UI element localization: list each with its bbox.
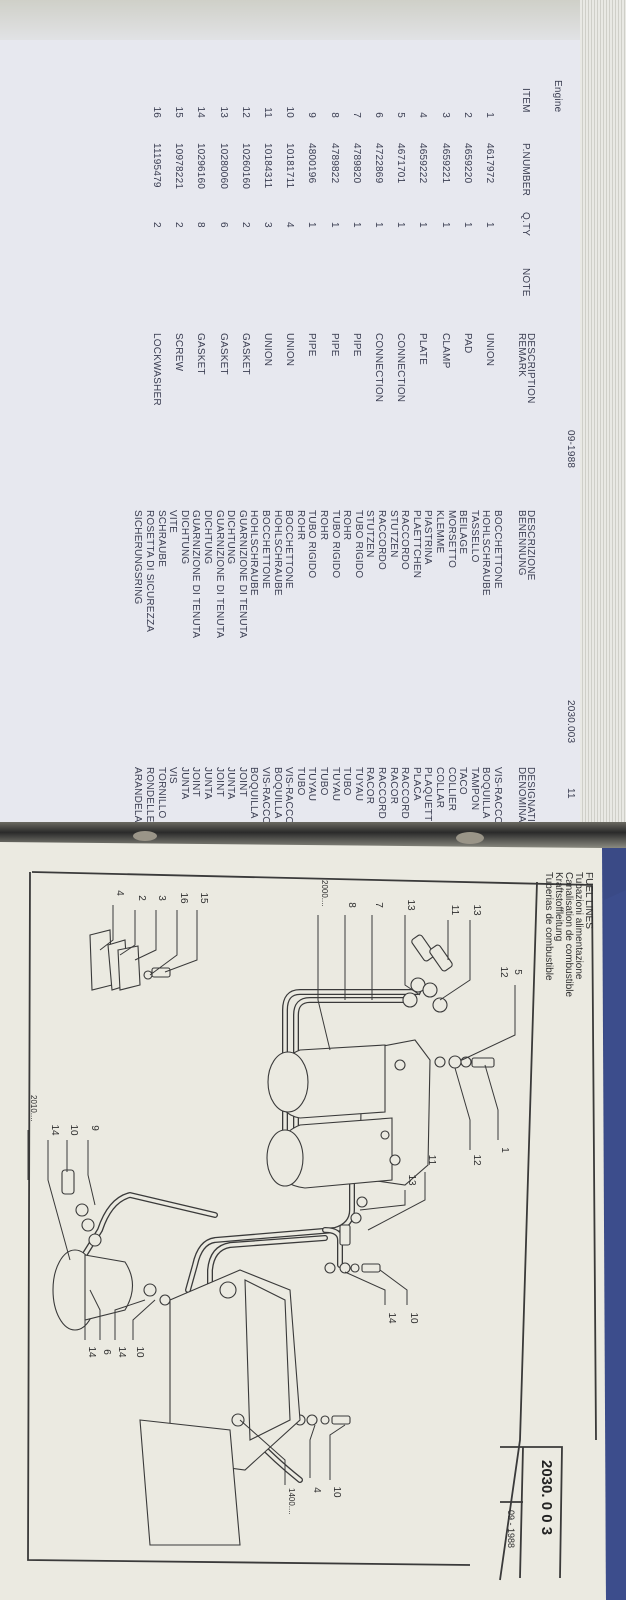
diagram-title: FUEL LINES Tubazioni alimentazione Canal… xyxy=(543,872,594,998)
title-line: Tubazioni alimentazione xyxy=(573,872,584,980)
callout: 14 xyxy=(386,1312,397,1324)
binding-ring xyxy=(456,832,484,844)
callout: 10 xyxy=(408,1312,419,1324)
callout: 11 xyxy=(426,1155,437,1166)
callout: 12 xyxy=(471,1154,482,1166)
page-stack-edge xyxy=(580,0,626,830)
callout: 4 xyxy=(114,890,125,896)
callout-labels: 5 12 13 11 13 7 8 2000.... 15 16 3 2 4 1… xyxy=(29,880,523,1515)
callout: 2 xyxy=(136,895,147,901)
callout: 2010.... xyxy=(29,1095,38,1122)
callout: 10 xyxy=(331,1486,342,1498)
callout: 11 xyxy=(449,905,460,916)
callout: 13 xyxy=(405,899,416,911)
diagram-date: 09 - 1988 xyxy=(506,1510,516,1548)
callout: 6 xyxy=(101,1349,112,1355)
callout: 7 xyxy=(373,902,384,908)
callout: 10 xyxy=(68,1124,79,1136)
callout: 10 xyxy=(134,1346,145,1358)
binding-ring xyxy=(133,831,157,841)
fuel-filter-assembly xyxy=(266,1039,431,1189)
callout: 16 xyxy=(178,892,189,904)
callout: 9 xyxy=(89,1125,100,1131)
callout: 3 xyxy=(156,895,167,901)
page-code-box xyxy=(500,1446,563,1579)
callout: 14 xyxy=(116,1346,127,1358)
callout: 14 xyxy=(49,1124,60,1136)
frame-inner-border xyxy=(499,881,538,1581)
callout: 14 xyxy=(86,1346,97,1358)
title-line: Canalisation de combustible xyxy=(563,872,574,998)
title-line: Tuberias de combustible xyxy=(543,872,554,981)
callout: 1400.... xyxy=(287,1488,296,1515)
callout: 1 xyxy=(499,1147,510,1153)
diagram-page-code: 2030. 0 0 3 xyxy=(538,1460,555,1535)
title-line: FUEL LINES xyxy=(583,872,594,929)
callout: 2000.... xyxy=(320,880,329,907)
diagram-paper xyxy=(0,842,606,1600)
frame-border xyxy=(27,871,597,1566)
union-fittings xyxy=(294,934,495,1426)
callout: 8 xyxy=(346,902,357,908)
injection-pump xyxy=(52,1169,301,1546)
callout: 12 xyxy=(498,966,509,978)
title-line: Kraftstoffleitung xyxy=(553,872,564,941)
callout: 5 xyxy=(512,969,523,975)
callout: 13 xyxy=(471,904,482,916)
callout: 15 xyxy=(198,892,209,904)
page-edge xyxy=(0,0,626,42)
callout: 13 xyxy=(406,1174,417,1186)
callout-leaders xyxy=(27,905,516,1485)
callout: 4 xyxy=(311,1487,322,1493)
fabric-background xyxy=(604,890,626,1600)
